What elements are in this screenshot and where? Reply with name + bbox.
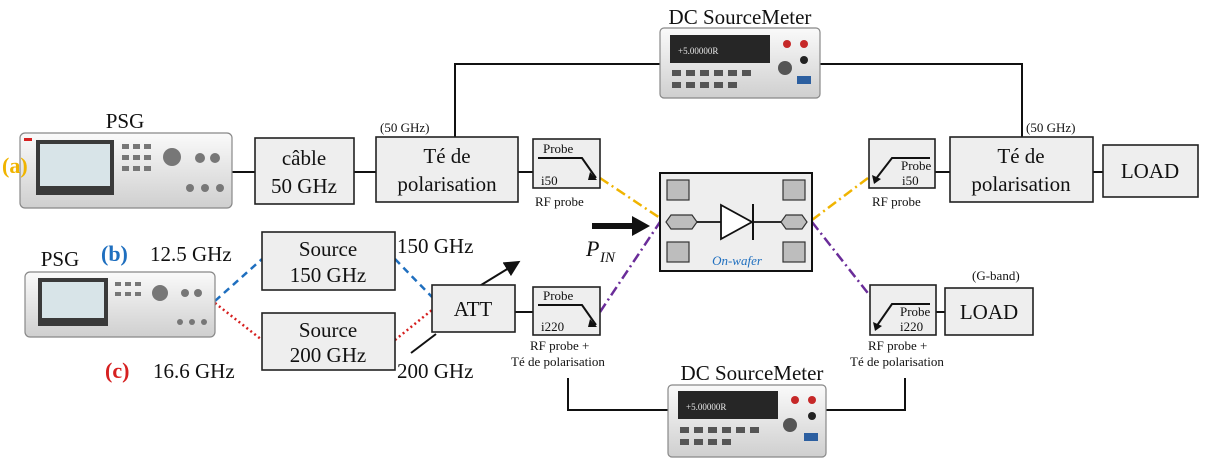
- out-150-label: 150 GHz: [397, 234, 473, 258]
- load-bottom-box: LOAD: [945, 288, 1033, 335]
- tee-left-line2: polarisation: [397, 172, 497, 196]
- probe-bottom-left-model: i220: [541, 319, 564, 334]
- psg-top-label: PSG: [106, 109, 145, 133]
- source200-line2: 200 GHz: [290, 343, 366, 367]
- cable-line1: câble: [282, 146, 326, 170]
- tee-right-box: Té de polarisation: [950, 137, 1093, 202]
- probe-bottom-right-caption1: RF probe +: [868, 338, 927, 353]
- onwafer-label: On-wafer: [712, 253, 763, 268]
- probe-top-right-caption: RF probe: [872, 194, 921, 209]
- dc-top-wire-left: [455, 64, 660, 137]
- att-200-tick: [411, 334, 436, 353]
- probe-bottom-left-link: [600, 222, 660, 312]
- probe-bottom-right: Probe i220: [870, 285, 936, 335]
- dc-top-wire-right: [820, 64, 1022, 137]
- probe-bottom-right-link: [812, 222, 878, 306]
- probe-top-left-name: Probe: [543, 141, 574, 156]
- source150-line1: Source: [299, 237, 357, 261]
- path-b-line-right: [395, 259, 432, 297]
- path-c-line-left: [215, 303, 262, 340]
- tee-left-box: Té de polarisation: [376, 137, 518, 202]
- tee-right-freq: (50 GHz): [1026, 120, 1075, 135]
- probe-top-left-caption: RF probe: [535, 194, 584, 209]
- source200-line1: Source: [299, 318, 357, 342]
- dc-sourcemeter-top-instrument: +5.00000R: [660, 28, 820, 98]
- psg-top-instrument: [20, 133, 232, 208]
- tee-left-freq: (50 GHz): [380, 120, 429, 135]
- psg-bottom-instrument: [25, 272, 215, 337]
- source200-box: Source 200 GHz: [262, 313, 395, 370]
- dc-bottom-display: +5.00000R: [686, 402, 726, 412]
- pin-label: P: [585, 236, 599, 261]
- probe-bottom-right-caption2: Té de polarisation: [850, 354, 944, 369]
- probe-top-right-link: [812, 175, 872, 220]
- gband-label: (G-band): [972, 268, 1020, 283]
- psg-bottom-label: PSG: [41, 247, 80, 271]
- probe-top-left-model: i50: [541, 173, 558, 188]
- att-label: ATT: [454, 297, 493, 321]
- probe-bottom-left-caption1: RF probe +: [530, 338, 589, 353]
- probe-bottom-left-name: Probe: [543, 288, 574, 303]
- out-200-label: 200 GHz: [397, 359, 473, 383]
- att-box: ATT: [432, 285, 515, 332]
- probe-top-right-name: Probe: [901, 158, 932, 173]
- dc-bottom-wire-right: [826, 378, 905, 410]
- cable-line2: 50 GHz: [271, 174, 337, 198]
- dc-top-display: +5.00000R: [678, 46, 718, 56]
- pin-subscript: IN: [599, 250, 616, 266]
- tee-right-line1: Té de: [997, 144, 1044, 168]
- probe-bottom-right-model: i220: [900, 319, 923, 334]
- tee-left-line1: Té de: [423, 144, 470, 168]
- on-wafer-dut: On-wafer: [660, 173, 812, 271]
- path-b-label: (b): [101, 241, 128, 266]
- cable-box: câble 50 GHz: [255, 138, 354, 204]
- tee-right-line2: polarisation: [971, 172, 1071, 196]
- dc-top-label: DC SourceMeter: [669, 5, 812, 29]
- probe-bottom-left: Probe i220: [533, 287, 600, 335]
- probe-top-right: Probe i50: [869, 139, 935, 188]
- path-c-label: (c): [105, 358, 129, 383]
- probe-top-left: Probe i50: [533, 139, 600, 188]
- probe-bottom-right-name: Probe: [900, 304, 931, 319]
- probe-top-right-model: i50: [902, 173, 919, 188]
- pin-arrow-icon: [592, 216, 650, 236]
- dc-bottom-wire-left: [568, 378, 668, 410]
- load-top-label: LOAD: [1121, 159, 1179, 183]
- load-bottom-label: LOAD: [960, 300, 1018, 324]
- dc-bottom-label: DC SourceMeter: [681, 361, 824, 385]
- source150-line2: 150 GHz: [290, 263, 366, 287]
- load-top-box: LOAD: [1103, 145, 1198, 197]
- path-b-freq: 12.5 GHz: [150, 242, 232, 266]
- probe-bottom-left-caption2: Té de polarisation: [511, 354, 605, 369]
- path-c-freq: 16.6 GHz: [153, 359, 235, 383]
- dc-sourcemeter-bottom-instrument: +5.00000R: [668, 385, 826, 457]
- source150-box: Source 150 GHz: [262, 232, 395, 290]
- probe-top-left-link: [600, 178, 660, 218]
- path-a-label: (a): [2, 153, 28, 178]
- path-c-line-right: [395, 310, 432, 340]
